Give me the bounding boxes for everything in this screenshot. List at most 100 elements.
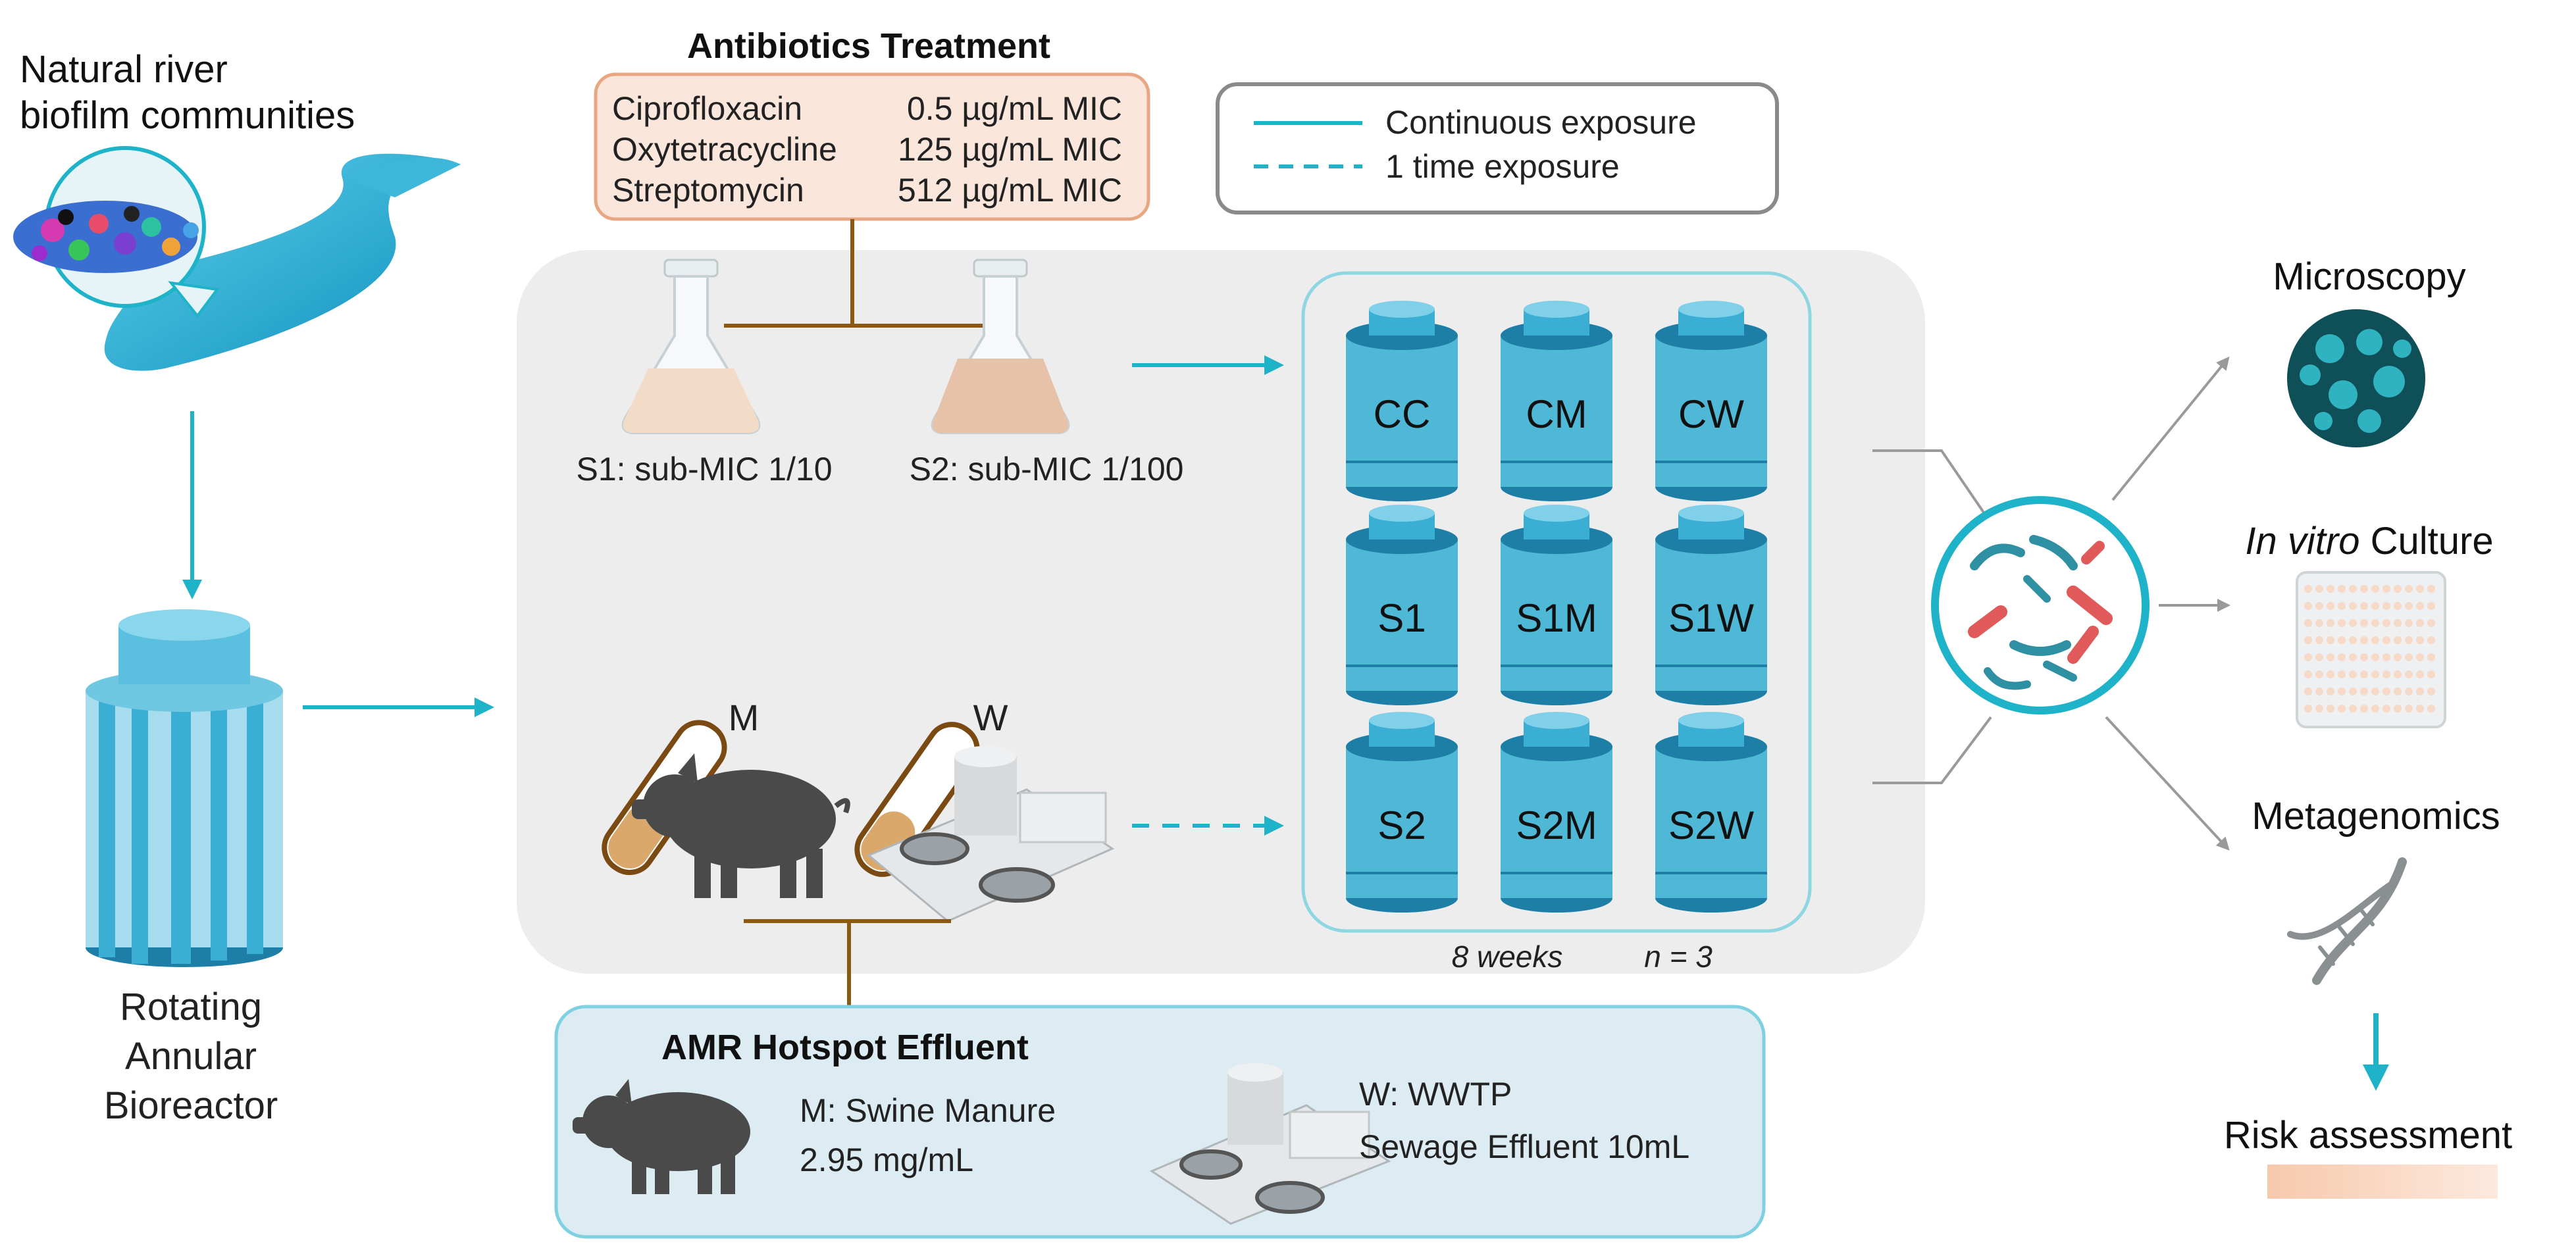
output-risk-label: Risk assessment (2224, 1114, 2512, 1157)
reactors-to-community-connector (1872, 449, 1992, 784)
reactor-s2: S2 (1346, 712, 1458, 913)
well (2304, 670, 2312, 678)
pig-icon (632, 753, 850, 898)
well (2338, 705, 2346, 713)
well (2349, 670, 2357, 678)
amr-m-line1: M: Swine Manure (800, 1092, 1056, 1129)
well (2327, 585, 2334, 593)
well (2394, 653, 2402, 661)
well (2405, 705, 2413, 713)
risk-scale-bar (2267, 1165, 2498, 1199)
well (2371, 619, 2379, 627)
well (2394, 585, 2402, 593)
well (2394, 636, 2402, 644)
flask-s1-icon (621, 259, 761, 434)
effluent-m-label: M (729, 697, 760, 738)
biofilm-cluster-icon (13, 201, 199, 273)
antibiotic-dose-3: 512 µg/mL MIC (898, 172, 1122, 209)
reactor-label: S2W (1668, 803, 1754, 847)
well (2427, 653, 2435, 661)
well (2338, 653, 2346, 661)
well-plate-icon (2296, 571, 2446, 728)
amr-bracket (744, 919, 951, 1007)
well (2383, 688, 2390, 695)
reactor-cc: CC (1346, 301, 1458, 501)
well (2427, 602, 2435, 610)
bioreactor-label-line1: Rotating (120, 986, 262, 1028)
well (2349, 653, 2357, 661)
well (2360, 705, 2368, 713)
reactor-s1m: S1M (1501, 505, 1612, 705)
well (2327, 688, 2334, 695)
antibiotic-name-3: Streptomycin (612, 172, 804, 209)
amr-m-line2: 2.95 mg/mL (800, 1141, 973, 1178)
well (2427, 670, 2435, 678)
reactor-s2m: S2M (1501, 712, 1612, 913)
well (2371, 688, 2379, 695)
reactor-replicates: n = 3 (1644, 940, 1713, 974)
well (2349, 619, 2357, 627)
culture-italic: In vitro (2245, 520, 2359, 563)
well (2416, 619, 2424, 627)
well (2416, 670, 2424, 678)
amr-w-line1: W: WWTP (1359, 1076, 1512, 1113)
amr-w-line2: Sewage Effluent 10mL (1359, 1128, 1689, 1165)
flask-s2-icon (931, 259, 1070, 434)
microbial-community-icon (1931, 496, 2150, 715)
well (2427, 619, 2435, 627)
output-microscopy-label: Microscopy (2273, 255, 2465, 298)
antibiotics-bracket (724, 219, 984, 328)
reactor-label: S1 (1378, 596, 1426, 640)
well-grid (2304, 585, 2435, 713)
well (2405, 670, 2413, 678)
wwtp-plant-icon (867, 746, 1115, 922)
well (2315, 653, 2323, 661)
source-label-line1: Natural river (20, 48, 228, 91)
well (2349, 602, 2357, 610)
well (2338, 688, 2346, 695)
well (2315, 688, 2323, 695)
output-culture-label: In vitro Culture (2245, 520, 2493, 563)
well (2371, 636, 2379, 644)
well (2416, 602, 2424, 610)
well (2394, 619, 2402, 627)
well (2338, 670, 2346, 678)
well (2304, 636, 2312, 644)
well (2416, 653, 2424, 661)
well (2405, 619, 2413, 627)
amr-hotspot-effluent-box: AMR Hotspot Effluent M: Swine Manure 2.9… (554, 1005, 1766, 1239)
reactor-s2w: S2W (1655, 712, 1767, 913)
reactor-label: S2 (1378, 803, 1426, 847)
well (2315, 636, 2323, 644)
amr-title: AMR Hotspot Effluent (661, 1028, 1029, 1067)
well (2349, 705, 2357, 713)
reactor-duration: 8 weeks (1452, 940, 1563, 974)
well (2327, 705, 2334, 713)
well (2405, 653, 2413, 661)
exposure-legend: Continuous exposure 1 time exposure (1216, 82, 1779, 214)
legend-one-time-label: 1 time exposure (1385, 148, 1620, 185)
well (2304, 585, 2312, 593)
antibiotic-dose-2: 125 µg/mL MIC (898, 131, 1122, 168)
reactor-s1w: S1W (1655, 505, 1767, 705)
antibiotics-treatment-box: Antibiotics Treatment Ciprofloxacin 0.5 … (594, 26, 1150, 221)
well (2405, 636, 2413, 644)
river-tail-icon (342, 157, 461, 197)
river-icon (104, 153, 461, 371)
well (2338, 619, 2346, 627)
reactor-label: S2M (1516, 803, 1597, 847)
well (2383, 670, 2390, 678)
well (2427, 688, 2435, 695)
well (2349, 636, 2357, 644)
well (2394, 602, 2402, 610)
antibiotic-name-1: Ciprofloxacin (612, 90, 802, 127)
antibiotic-name-2: Oxytetracycline (612, 131, 837, 168)
well (2371, 602, 2379, 610)
well (2416, 688, 2424, 695)
well (2315, 585, 2323, 593)
well (2327, 636, 2334, 644)
flask-s1-label: S1: sub-MIC 1/10 (576, 451, 832, 488)
well (2304, 653, 2312, 661)
well (2394, 670, 2402, 678)
well (2315, 602, 2323, 610)
